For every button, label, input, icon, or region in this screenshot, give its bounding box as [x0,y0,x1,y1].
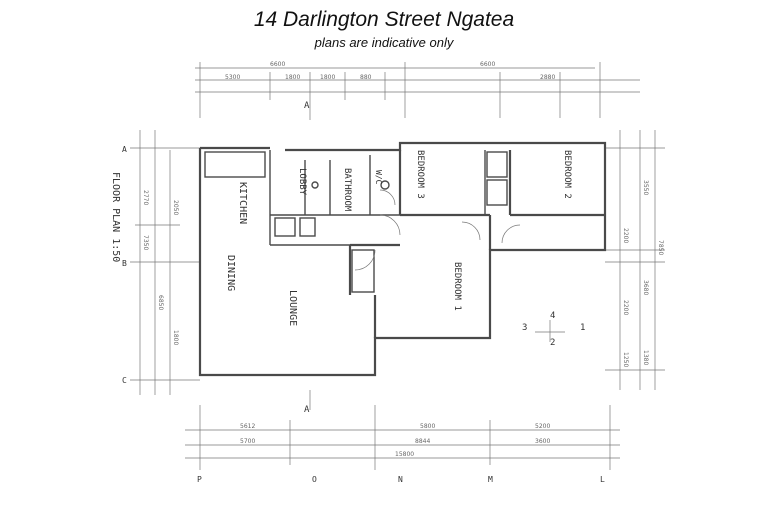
dim-top-5: 880 [360,74,372,81]
dim-top-4: 1800 [320,74,335,81]
room-label-bedroom2: BEDROOM 2 [562,150,572,199]
dim-bottom-3: 5700 [240,438,255,445]
compass-number-4: 4 [550,311,555,321]
room-label-bedroom3: BEDROOM 3 [415,150,425,199]
dim-bottom-5: 3600 [535,438,550,445]
room-label-dining: DINING [225,255,236,291]
room-label-bedroom1: BEDROOM 1 [452,262,462,311]
room-label-lobby: LOBBY [297,168,307,196]
page-subtitle: plans are indicative only [314,35,454,50]
dim-bottom-1: 5800 [420,423,435,430]
dim-top-3: 1800 [285,74,300,81]
grid-label-o: O [312,475,317,484]
dim-left-4: 1800 [172,330,179,345]
grid-label-a: A [122,145,127,154]
grid-label-n: N [398,475,403,484]
dim-bottom-4: 8844 [415,438,430,445]
dim-right-3: 3680 [642,280,649,295]
dim-right-0: 3550 [642,180,649,195]
dim-top-2: 5300 [225,74,240,81]
dim-left-0: 2770 [142,190,149,205]
section-marker-bottom: A [304,405,310,415]
dim-bottom-0: 5612 [240,423,255,430]
dim-right-1: 7850 [657,240,664,255]
page-title: 14 Darlington Street Ngatea [253,8,515,31]
dim-right-6: 1250 [622,352,629,367]
grid-label-b: B [122,259,127,268]
dim-left-2: 6850 [157,295,164,310]
dim-bottom-2: 5200 [535,423,550,430]
dim-right-5: 1380 [642,350,649,365]
grid-label-l: L [600,475,605,484]
compass-number-2: 2 [550,338,555,348]
dim-top-6: 2880 [540,74,555,81]
section-marker-top: A [304,101,310,111]
dim-bottom-6: 15800 [395,451,414,458]
room-label-lounge: LOUNGE [287,290,298,326]
grid-label-p: P [197,475,202,484]
dim-left-3: 2050 [172,200,179,215]
floor-plan-label: FLOOR PLAN 1:50 [110,172,121,262]
dim-top-1: 6600 [480,61,495,68]
grid-label-c: C [122,376,127,385]
compass-number-3: 3 [522,323,527,333]
dim-top-0: 6600 [270,61,285,68]
room-label-wc: W/C [374,170,383,185]
room-label-bathroom: BATHROOM [342,168,352,212]
room-label-kitchen: KITCHEN [237,182,248,224]
dim-right-4: 2200 [622,300,629,315]
grid-label-m: M [488,475,493,484]
dim-left-1: 7350 [142,235,149,250]
dim-right-2: 2200 [622,228,629,243]
compass-number-1: 1 [580,323,585,333]
